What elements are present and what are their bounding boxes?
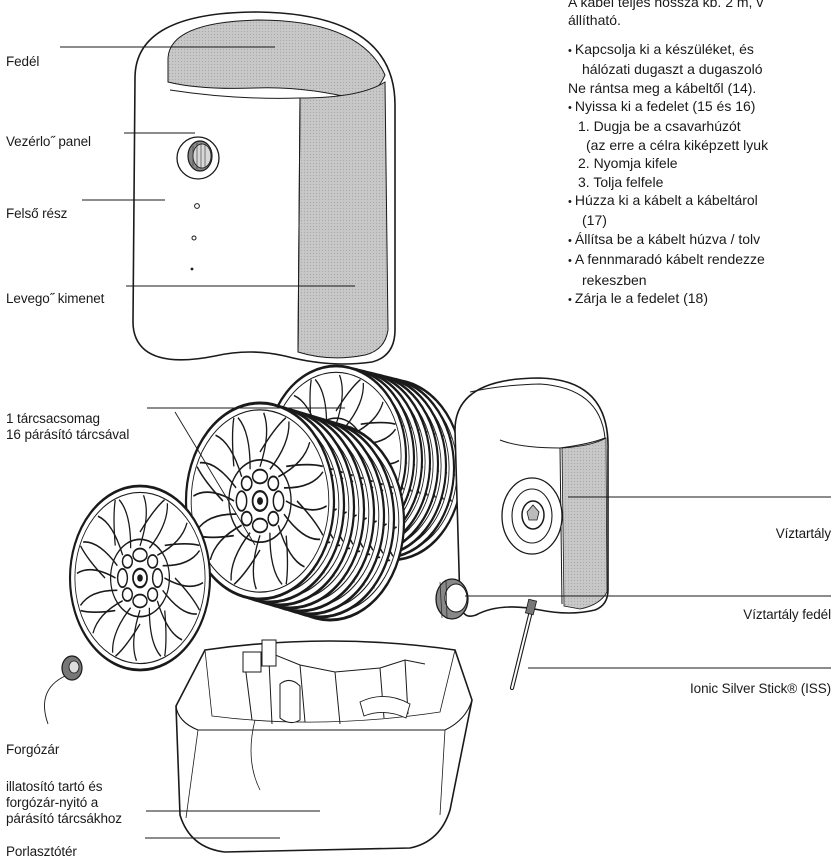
bullet-icon: • bbox=[568, 294, 575, 307]
label-air-outlet: Levego˝ kimenet bbox=[6, 291, 105, 306]
side-panel bbox=[297, 81, 389, 359]
indicator-light bbox=[194, 203, 200, 209]
instruction-line: 3. Tolja felfele bbox=[568, 173, 831, 191]
instruction-text: hálózati dugaszt a dugaszoló bbox=[582, 61, 763, 78]
instruction-line: • Húzza ki a kábelt a kábeltárol bbox=[568, 191, 831, 211]
instruction-text: (az erre a célra kiképzett lyuk bbox=[586, 136, 769, 153]
label-holder-line2: forgózár-nyitó a bbox=[6, 795, 99, 810]
instruction-line: állítható. bbox=[568, 11, 831, 29]
label-top-part: Felső rész bbox=[6, 206, 68, 221]
single-disc bbox=[70, 486, 210, 670]
instruction-line: • A fennmaradó kábelt rendezze bbox=[568, 250, 831, 270]
instruction-text: rekeszben bbox=[582, 271, 647, 288]
instruction-line: rekeszben bbox=[568, 271, 831, 289]
instructions-text: A kábel teljes hossza kb. 2 m, v állíthat… bbox=[568, 0, 831, 310]
instruction-line: (az erre a célra kiképzett lyuk bbox=[568, 136, 831, 154]
instruction-text: Kapcsolja ki a készüléket, és bbox=[574, 40, 754, 57]
label-ionic-stick: Ionic Silver Stick® (ISS) bbox=[690, 681, 831, 696]
instruction-text: Zárja le a fedelet (18) bbox=[574, 290, 708, 307]
water-tank-side-panel bbox=[561, 437, 608, 610]
bullet-icon: • bbox=[568, 196, 575, 209]
instruction-line: • Kapcsolja ki a készüléket, és bbox=[568, 40, 831, 60]
base-tray bbox=[175, 639, 473, 853]
bullet-icon: • bbox=[568, 234, 575, 247]
instruction-line: • Nyissa ki a fedelet (15 és 16) bbox=[568, 97, 831, 117]
instruction-text: A kábel teljes hossza kb. 2 m, v bbox=[568, 0, 764, 10]
label-holder-line3: párásító tárcsákhoz bbox=[6, 811, 122, 826]
upper-housing bbox=[132, 11, 396, 365]
water-tank bbox=[454, 377, 609, 617]
instruction-line: Ne rántsa meg a kábeltől (14). bbox=[568, 79, 831, 97]
bullet-icon: • bbox=[568, 102, 575, 115]
instruction-text: Húzza ki a kábelt a kábeltárol bbox=[574, 192, 758, 209]
instruction-text: (17) bbox=[582, 212, 607, 229]
instruction-line bbox=[568, 30, 831, 40]
control-knob bbox=[176, 136, 220, 180]
instruction-text: Nyissa ki a fedelet (15 és 16) bbox=[574, 98, 756, 115]
rotary-lock bbox=[61, 655, 83, 681]
leader-lines bbox=[44, 46, 831, 839]
label-water-tank: Víztartály bbox=[775, 526, 831, 541]
label-control-panel: Vezérlo˝ panel bbox=[6, 134, 91, 149]
instruction-text: Ne rántsa meg a kábeltől (14). bbox=[568, 79, 757, 96]
instruction-line: 2. Nyomja kifele bbox=[568, 154, 831, 172]
instruction-line: (17) bbox=[568, 211, 831, 229]
instruction-text: Állítsa be a kábelt húzva / tolv bbox=[574, 230, 761, 247]
label-atomizer: Porlasztótér bbox=[6, 844, 77, 859]
label-disc-pack-line2: 16 párásító tárcsával bbox=[6, 427, 130, 442]
label-water-tank-lid: Víztartály fedél bbox=[743, 607, 831, 622]
label-disc-pack-line1: 1 tárcsacsomag bbox=[6, 411, 100, 426]
instruction-text: 3. Tolja felfele bbox=[578, 173, 664, 190]
bullet-icon: • bbox=[568, 255, 575, 268]
indicator-light bbox=[190, 267, 194, 271]
instruction-line: • Állítsa be a kábelt húzva / tolv bbox=[568, 230, 831, 250]
instruction-text: A fennmaradó kábelt rendezze bbox=[574, 251, 765, 268]
indicator-light bbox=[191, 235, 197, 241]
ionic-silver-stick bbox=[509, 598, 538, 691]
instruction-text: 2. Nyomja kifele bbox=[578, 155, 678, 172]
instruction-text: 1. Dugja be a csavarhúzót bbox=[578, 118, 741, 135]
label-rotary-lock: Forgózár bbox=[6, 742, 60, 757]
disc-pack bbox=[186, 366, 462, 620]
instruction-line: 1. Dugja be a csavarhúzót bbox=[568, 117, 831, 135]
bullet-icon: • bbox=[568, 44, 575, 57]
instruction-line: • Zárja le a fedelet (18) bbox=[568, 289, 831, 309]
water-tank-lid bbox=[435, 578, 469, 620]
label-cover: Fedél bbox=[6, 54, 40, 69]
label-holder-line1: illatosító tartó és bbox=[6, 779, 103, 794]
instruction-text: állítható. bbox=[568, 12, 621, 29]
instruction-line: A kábel teljes hossza kb. 2 m, v bbox=[568, 0, 831, 11]
instruction-line: hálózati dugaszt a dugaszoló bbox=[568, 60, 831, 78]
